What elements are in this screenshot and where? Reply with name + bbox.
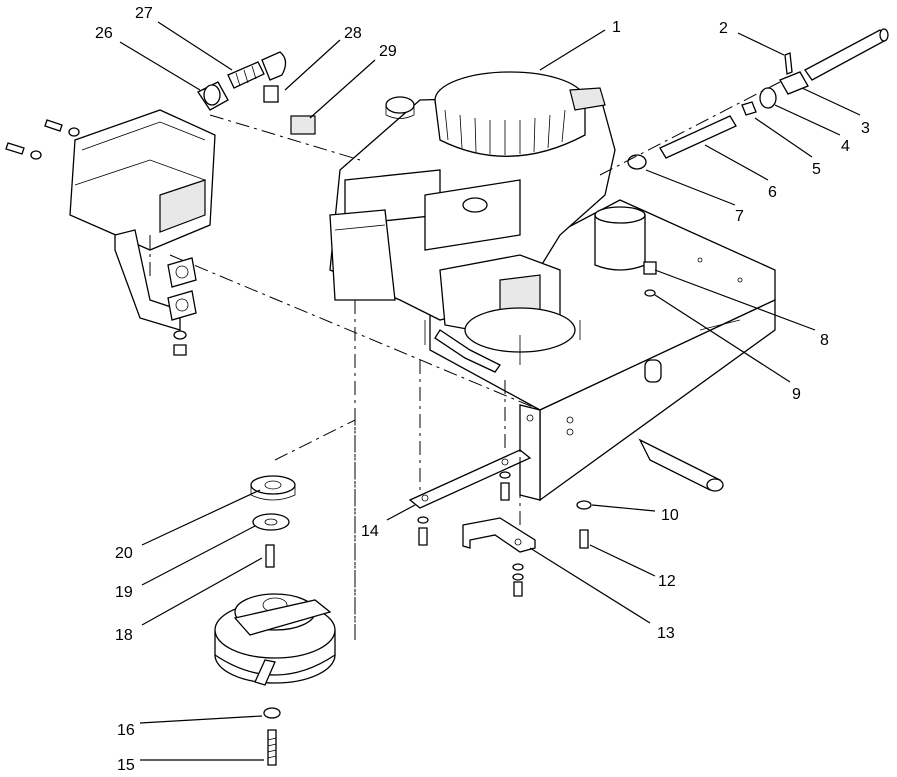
callout-20: 20	[115, 545, 133, 562]
callout-13: 13	[657, 625, 675, 642]
callout-15: 15	[117, 757, 135, 774]
bolt-and-washer-8-9	[643, 261, 657, 297]
callout-8: 8	[820, 332, 829, 349]
throttle-cable-assembly	[599, 28, 889, 176]
electric-clutch-stack	[214, 419, 356, 766]
callout-4: 4	[841, 138, 850, 155]
muffler	[5, 109, 361, 356]
callout-18: 18	[115, 627, 133, 644]
callout-12: 12	[658, 573, 676, 590]
callout-labels: 1 2 3 4 5 6 7 8 9 10 12 13 14 15 16 18 1…	[95, 5, 870, 774]
leader-lines	[119, 21, 861, 761]
callout-29: 29	[379, 43, 397, 60]
callout-26: 26	[95, 25, 113, 42]
clutch-brackets	[408, 360, 592, 597]
callout-3: 3	[861, 120, 870, 137]
callout-14: 14	[361, 523, 379, 540]
callout-5: 5	[812, 161, 821, 178]
callout-16: 16	[117, 722, 135, 739]
fuel-fittings	[197, 51, 316, 135]
engine-deck-plate	[169, 199, 776, 640]
callout-28: 28	[344, 25, 362, 42]
callout-2: 2	[719, 20, 728, 37]
engine	[329, 71, 646, 373]
callout-7: 7	[735, 208, 744, 225]
callout-27: 27	[135, 5, 153, 22]
callout-6: 6	[768, 184, 777, 201]
callout-9: 9	[792, 386, 801, 403]
callout-19: 19	[115, 584, 133, 601]
callout-1: 1	[612, 19, 621, 36]
callout-10: 10	[661, 507, 679, 524]
